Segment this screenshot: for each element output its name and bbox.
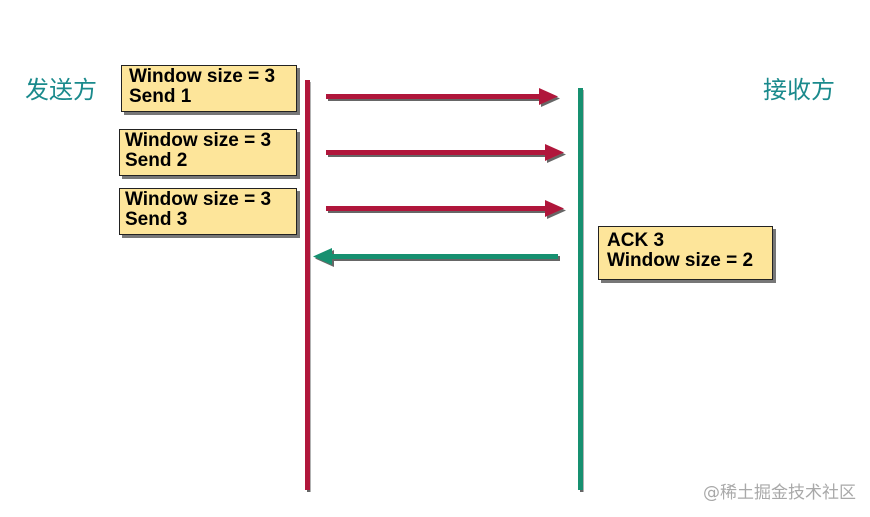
receiver-label: 接收方: [763, 76, 835, 104]
watermark: @稀土掘金技术社区: [703, 483, 856, 503]
sender-label: 发送方: [25, 76, 97, 104]
ack-box: ACK 3 Window size = 2: [598, 226, 773, 280]
message-2-window-size: Window size = 3: [125, 130, 272, 151]
data-arrow-3: [326, 200, 564, 217]
message-1-window-size: Window size = 3: [129, 66, 276, 87]
message-3-window-size: Window size = 3: [125, 189, 272, 210]
receiver-lifeline: [578, 88, 583, 490]
ack-arrow: [313, 248, 558, 265]
data-arrow-2: [326, 144, 564, 161]
message-box-1: Window size = 3 Send 1: [121, 65, 297, 112]
sender-lifeline: [305, 80, 310, 490]
ack-window-size: Window size = 2: [607, 250, 754, 271]
data-arrow-1: [326, 88, 558, 105]
message-box-3: Window size = 3 Send 3: [119, 188, 297, 235]
message-2-send: Send 2: [125, 150, 188, 171]
message-3-send: Send 3: [125, 209, 188, 230]
message-1-send: Send 1: [129, 86, 192, 107]
ack-number: ACK 3: [607, 230, 665, 251]
message-box-2: Window size = 3 Send 2: [119, 129, 297, 176]
